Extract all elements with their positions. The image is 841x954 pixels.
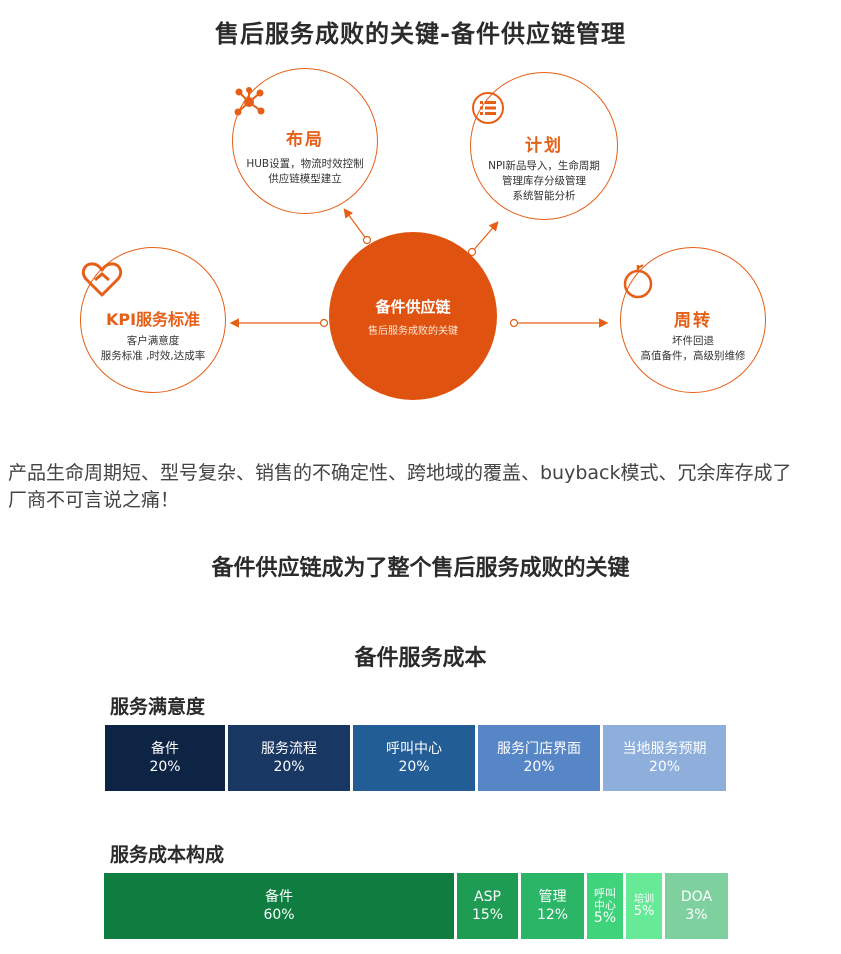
node-description: NPI新品导入，生命周期 管理库存分级管理 系统智能分析 <box>488 160 600 202</box>
intro-paragraph: 产品生命周期短、型号复杂、销售的不确定性、跨地域的覆盖、buyback模式、冗余… <box>8 462 792 511</box>
composition-label: 服务成本构成 <box>110 844 225 866</box>
page-title: 售后服务成败的关键-备件供应链管理 <box>215 20 626 48</box>
node-description: 坏件回退 高值备件，高级别维修 <box>640 335 746 362</box>
center-title: 备件供应链 <box>375 298 451 316</box>
arrow-to-layout <box>343 208 368 241</box>
supply-chain-diagram: 布局 HUB设置，物流时效控制 供应链模型建立 计划 NPI新品导入，生命周期 … <box>0 68 841 408</box>
node-description: HUB设置，物流时效控制 供应链模型建立 <box>246 158 364 185</box>
center-node: 备件供应链 售后服务成败的关键 <box>329 232 497 400</box>
arrow-to-plan <box>471 221 499 253</box>
node-title: 周转 <box>674 311 712 331</box>
node-title: 布局 <box>286 130 324 150</box>
satisfaction-label: 服务满意度 <box>110 696 206 718</box>
node-description: 客户满意度 服务标准 ,时效,达成率 <box>100 335 206 362</box>
node-turnover: 周转 坏件回退 高值备件，高级别维修 <box>620 247 766 393</box>
node-layout: 布局 HUB设置，物流时效控制 供应链模型建立 <box>232 68 378 214</box>
node-kpi: KPI服务标准 客户满意度 服务标准 ,时效,达成率 <box>80 247 226 393</box>
diagram-connectors <box>229 208 609 328</box>
node-title: 计划 <box>525 136 563 156</box>
section-subtitle: 备件供应链成为了整个售后服务成败的关键 <box>211 556 630 581</box>
center-subtitle: 售后服务成败的关键 <box>368 326 458 337</box>
node-plan: 计划 NPI新品导入，生命周期 管理库存分级管理 系统智能分析 <box>470 72 618 220</box>
node-title: KPI服务标准 <box>105 310 201 329</box>
cost-title: 备件服务成本 <box>354 646 487 671</box>
